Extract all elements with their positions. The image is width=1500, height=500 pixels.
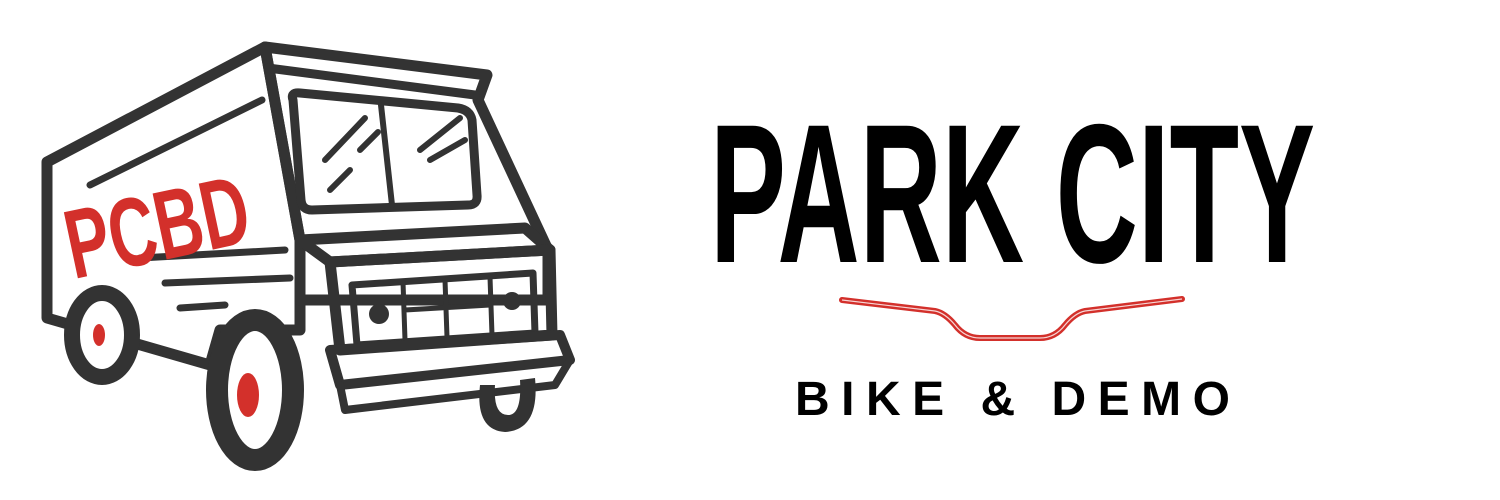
headlight-right-icon (503, 292, 521, 310)
food-truck-icon: PCBD (41, 41, 575, 471)
logo-subtitle: BIKE & DEMO (795, 373, 1230, 426)
handlebar-icon (839, 296, 1185, 341)
headlight-left-icon (369, 304, 389, 324)
logo-title: PARK CITY (710, 83, 1315, 304)
right-wheel-icon (479, 378, 536, 432)
